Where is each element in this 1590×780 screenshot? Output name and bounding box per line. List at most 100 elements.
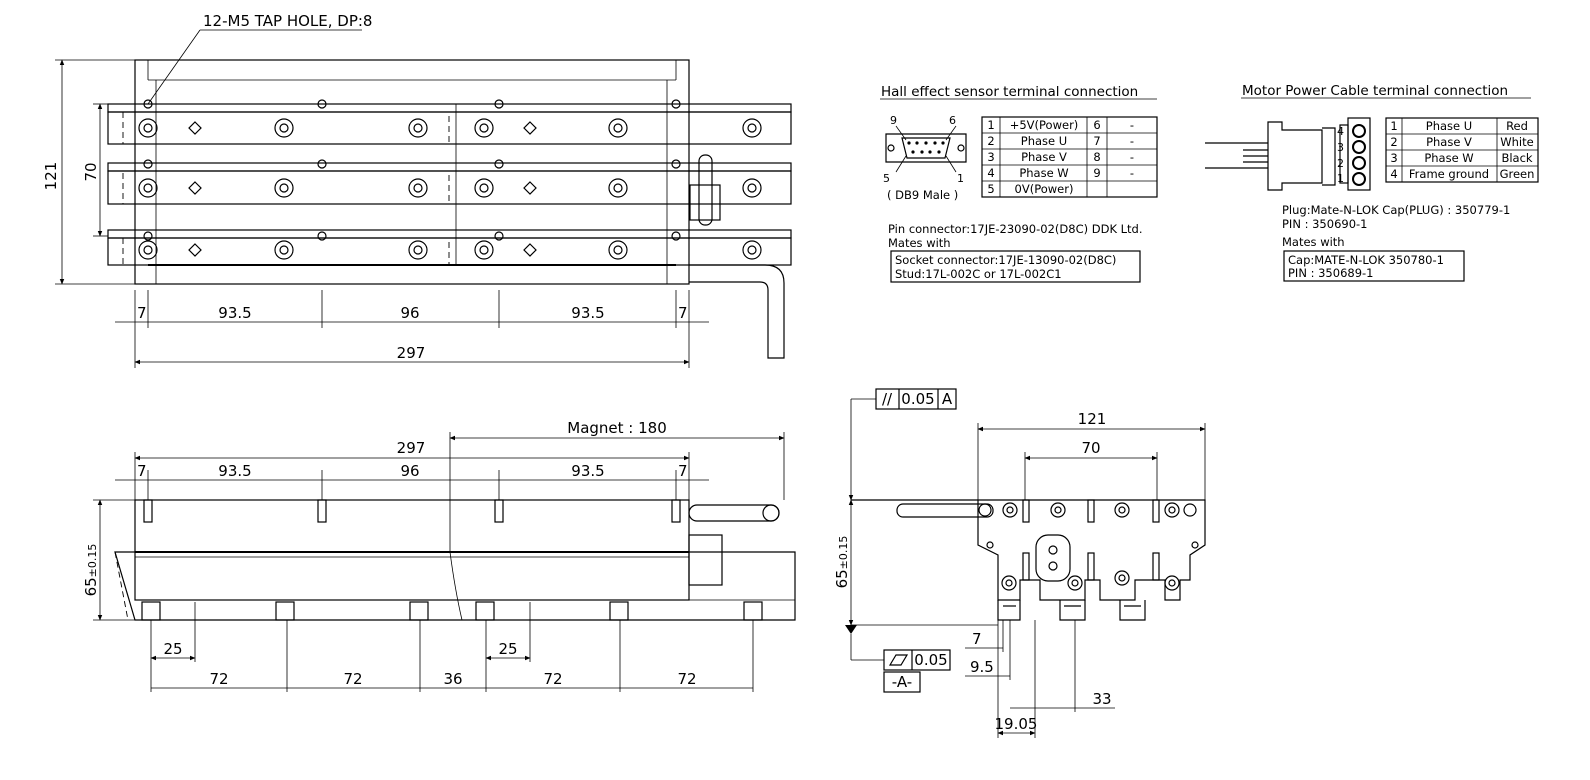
top-dim-93-5-right: 93.5 [571, 304, 604, 322]
hall-pin-connector-note: Pin connector:17JE-23090-02(D8C) DDK Ltd… [888, 222, 1143, 236]
end-view: // 0.05 A 121 70 [833, 388, 1206, 738]
motor-pin-table: 1 Phase U Red 2 Phase V White 3 Phase W … [1385, 117, 1539, 183]
hall-cell-3-3: 8 [1093, 150, 1100, 164]
db9-pin-9: 9 [890, 114, 897, 127]
hall-cell-3-1: 3 [987, 150, 994, 164]
end-dim-33: 33 [1092, 690, 1111, 708]
hall-socket-note: Socket connector:17JE-13090-02(D8C) [895, 253, 1116, 267]
pitch-36: 36 [443, 670, 462, 688]
db9-pin-5: 5 [883, 172, 890, 185]
top-dim-93-5-left: 93.5 [218, 304, 251, 322]
end-height-65: 65 [833, 569, 851, 588]
flatness-value: 0.05 [914, 651, 947, 669]
hall-cell-1-2: +5V(Power) [1010, 118, 1079, 132]
db9-connector-icon [885, 125, 967, 173]
side-dim-93-5-right: 93.5 [571, 462, 604, 480]
hall-cell-4-4: - [1130, 166, 1134, 180]
coil-body-side [134, 499, 690, 601]
parallelism-datum: A [942, 390, 953, 408]
side-height-65: 65 [82, 577, 100, 596]
motor-cell-1-3: Red [1506, 119, 1528, 133]
motor-pin-4: 4 [1337, 125, 1344, 138]
hall-sensor-title: Hall effect sensor terminal connection [881, 84, 1138, 100]
tap-hole-leader [147, 29, 201, 105]
motor-cell-3-2: Phase W [1424, 151, 1473, 165]
pitch-72-c: 72 [543, 670, 562, 688]
motor-cap-box [1283, 250, 1465, 282]
side-dim-7-left: 7 [137, 462, 147, 480]
motor-cell-3-1: 3 [1390, 151, 1397, 165]
hall-cell-4-2: Phase W [1019, 166, 1068, 180]
db9-pin-1: 1 [957, 172, 964, 185]
end-width-70: 70 [1081, 439, 1100, 457]
motor-cell-4-1: 4 [1390, 167, 1397, 181]
motor-cell-3-3: Black [1501, 151, 1532, 165]
motor-power-block: Motor Power Cable terminal connection 4 … [1205, 83, 1539, 282]
motor-mates-with: Mates with [1282, 235, 1345, 249]
pitch-25-left: 25 [163, 640, 182, 658]
motor-cell-4-2: Frame ground [1409, 167, 1489, 181]
coil-frame-outline [134, 59, 690, 285]
pitch-72-b: 72 [343, 670, 362, 688]
motor-cell-2-2: Phase V [1426, 135, 1472, 149]
hall-cell-5-1: 5 [987, 182, 994, 196]
hall-cell-4-3: 9 [1093, 166, 1100, 180]
side-dim-7-right: 7 [678, 462, 688, 480]
top-length-297: 297 [397, 344, 426, 362]
magnet-length-label: Magnet : 180 [567, 419, 667, 437]
top-dim-7-right: 7 [678, 304, 688, 322]
motor-cap-pin-note: PIN : 350689-1 [1288, 266, 1373, 280]
coil-body-end [977, 499, 1206, 601]
end-dim-7: 7 [972, 630, 982, 648]
hall-cell-2-1: 2 [987, 134, 994, 148]
motor-cell-2-1: 2 [1390, 135, 1397, 149]
hall-cell-1-4: - [1130, 118, 1134, 132]
hall-socket-box [890, 250, 1141, 283]
motor-cell-4-3: Green [1500, 167, 1535, 181]
motor-cell-1-2: Phase U [1426, 119, 1472, 133]
motor-plug-icon [1205, 117, 1371, 191]
datum-a-frame [883, 671, 921, 693]
motor-plug-pin-note: PIN : 350690-1 [1282, 217, 1367, 231]
hall-cell-2-3: 7 [1093, 134, 1100, 148]
hall-cell-5-2: 0V(Power) [1015, 182, 1074, 196]
hall-mates-with: Mates with [888, 236, 951, 250]
hall-sensor-block: Hall effect sensor terminal connection 9… [880, 84, 1158, 283]
hall-cell-2-4: - [1130, 134, 1134, 148]
hall-cell-3-4: - [1130, 150, 1134, 164]
db9-pin-6: 6 [949, 114, 956, 127]
top-view: 12-M5 TAP HOLE, DP:8 [42, 12, 792, 368]
hall-pin-table: 1 +5V(Power) 6 - 2 Phase U 7 - 3 Phase V… [981, 116, 1158, 198]
pitch-25-right: 25 [498, 640, 517, 658]
motor-cell-1-1: 1 [1390, 119, 1397, 133]
height-70-label: 70 [82, 162, 100, 181]
end-view-bolts [1001, 499, 1197, 591]
height-121-label: 121 [42, 162, 60, 191]
hall-cell-2-2: Phase U [1021, 134, 1067, 148]
svg-text:65±0.15: 65±0.15 [833, 536, 851, 589]
parallelism-symbol: // [882, 390, 893, 408]
hall-stud-note: Stud:17L-002C or 17L-002C1 [895, 267, 1062, 281]
side-height-tolerance: ±0.15 [86, 544, 99, 578]
motor-cell-2-3: White [1500, 135, 1533, 149]
datum-a-label: -A- [892, 673, 912, 691]
motor-power-title: Motor Power Cable terminal connection [1242, 83, 1508, 99]
parallelism-value: 0.05 [901, 390, 934, 408]
db9-label: ( DB9 Male ) [887, 188, 958, 202]
motor-pin-3: 3 [1337, 141, 1344, 154]
motor-pin-1: 1 [1337, 172, 1344, 185]
pitch-72-a: 72 [209, 670, 228, 688]
hall-cell-1-3: 6 [1093, 118, 1100, 132]
hall-cell-4-1: 4 [987, 166, 994, 180]
flatness-frame [883, 649, 951, 671]
top-dim-96: 96 [400, 304, 419, 322]
magnet-mount-pads [141, 601, 763, 621]
top-dim-7-left: 7 [137, 304, 147, 322]
end-height-tolerance: ±0.15 [837, 536, 850, 570]
magnet-screws [138, 118, 762, 260]
end-dim-9-5: 9.5 [970, 658, 994, 676]
side-length-297: 297 [397, 439, 426, 457]
side-view: Magnet : 180 297 7 93.5 96 93.5 7 [82, 419, 796, 692]
pitch-72-d: 72 [677, 670, 696, 688]
